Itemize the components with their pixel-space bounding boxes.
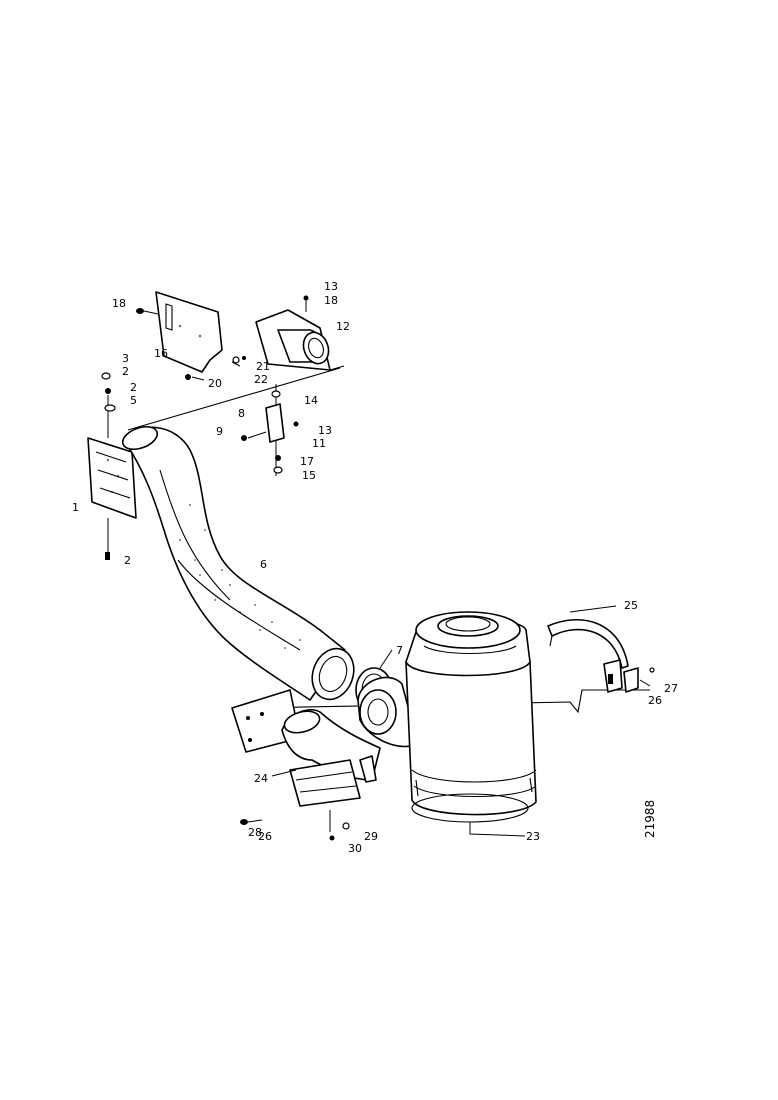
callout-28: 28: [248, 826, 262, 839]
callout-26-right: 26: [648, 694, 662, 707]
callout-2-bottom: 2: [124, 554, 131, 567]
callout-18-top: 18: [324, 294, 338, 307]
callout-12: 12: [336, 320, 350, 333]
callout-20: 20: [208, 377, 222, 390]
callout-29: 29: [364, 830, 378, 843]
band-bracket-26: [603, 659, 655, 693]
clamp-band-25: [547, 605, 629, 669]
support-strut-8: [241, 384, 299, 476]
callout-5: 5: [130, 394, 137, 407]
bolt-stack-upper-left: [101, 372, 116, 560]
callout-2-upper: 2: [122, 365, 129, 378]
callout-23: 23: [526, 830, 540, 843]
callout-25: 25: [624, 599, 638, 612]
filter-inlet-elbow: [357, 676, 419, 748]
lower-fasteners: [240, 819, 350, 841]
callout-15: 15: [302, 469, 316, 482]
callout-30: 30: [348, 842, 362, 855]
callout-13-top: 13: [324, 280, 338, 293]
callout-13-mid: 13: [318, 424, 332, 437]
lower-duct-24: [271, 708, 381, 832]
callout-9: 9: [216, 425, 223, 438]
bracket-plate-1: [87, 395, 137, 552]
callout-14: 14: [304, 394, 318, 407]
callout-11: 11: [312, 437, 326, 450]
callout-7: 7: [396, 644, 403, 657]
callout-18-left: 18: [112, 297, 126, 310]
upper-fasteners: [185, 356, 246, 381]
callout-24: 24: [254, 772, 268, 785]
callout-17: 17: [300, 455, 314, 468]
callout-1: 1: [72, 501, 79, 514]
callout-labels: 1 2 3 2 2 5 6 7 8 9 11 12 13 13 14 15 16…: [72, 280, 678, 855]
duct-stipple: [179, 504, 301, 649]
callout-2-mid: 2: [130, 381, 137, 394]
pipe-flange-12: [255, 295, 345, 371]
air-filter-housing-23: [405, 611, 537, 837]
callout-21: 21: [256, 360, 270, 373]
callout-27: 27: [664, 682, 678, 695]
callout-6: 6: [260, 558, 267, 571]
air-intake-duct-6: [121, 425, 355, 701]
document-number: 21988: [643, 800, 657, 838]
callout-22: 22: [254, 373, 268, 386]
callout-26-lower: 26: [258, 830, 272, 843]
callout-3: 3: [122, 352, 129, 365]
bracket-16: [136, 291, 223, 373]
callout-16: 16: [154, 347, 168, 360]
callout-8: 8: [238, 407, 245, 420]
